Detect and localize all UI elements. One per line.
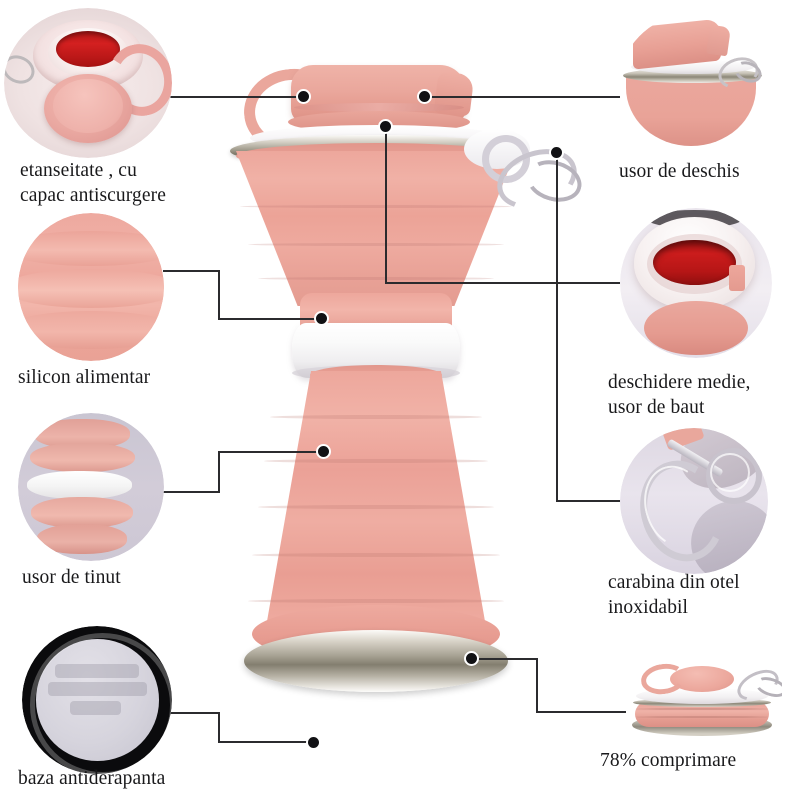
connector-easy-hold-a (218, 451, 324, 453)
anchor-dot-medium-opening[interactable] (378, 119, 393, 134)
rib-line (270, 415, 482, 419)
cap-seam (294, 103, 464, 112)
rib-line (252, 553, 500, 557)
callout-bubble-medium-opening (620, 208, 772, 358)
connector-compression-a (470, 658, 538, 660)
connector-medium-opening-a (385, 126, 387, 283)
connector-food-silicone-c (163, 270, 220, 272)
callout-bubble-easy-hold (18, 413, 164, 561)
connector-carabiner-a (556, 152, 558, 501)
callout-label-compression: 78% comprimare (600, 750, 737, 771)
product-image-collapsible-bottle (196, 55, 596, 755)
connector-anti-slip-c (163, 712, 220, 714)
callout-label-medium-opening: deschidere medie, usor de baut (608, 372, 751, 418)
connector-compression-c (536, 711, 626, 713)
connector-food-silicone-a (218, 318, 322, 320)
connector-easy-hold-c (163, 491, 220, 493)
connector-medium-opening-b (385, 282, 620, 284)
callout-label-steel-carabiner: carabina din otel inoxidabil (608, 572, 740, 618)
connector-anti-slip-a (218, 741, 315, 743)
fold-line (258, 277, 494, 280)
connector-seal-cap (170, 96, 305, 98)
callout-bubble-food-silicone (18, 213, 164, 361)
callout-bubble-steel-carabiner (620, 428, 768, 574)
carabiner-ring-icon (482, 135, 530, 183)
callout-bubble-easy-open (620, 12, 778, 152)
connector-food-silicone-b (218, 270, 220, 320)
connector-easy-open (424, 96, 620, 98)
anchor-dot-carabiner[interactable] (549, 145, 564, 160)
anchor-dot-compression[interactable] (464, 651, 479, 666)
connector-anti-slip-b (218, 712, 220, 743)
callout-label-seal-cap: etanseitate , cu capac antiscurgere (20, 160, 166, 206)
callout-label-easy-hold: usor de tinut (22, 567, 121, 588)
rib-line (258, 505, 494, 509)
fold-line (240, 205, 512, 208)
connector-compression-b (536, 658, 538, 712)
connector-carabiner-b (556, 500, 620, 502)
connector-easy-hold-b (218, 451, 220, 492)
fold-line (248, 243, 504, 246)
callout-label-food-silicone: silicon alimentar (18, 367, 151, 388)
callout-label-anti-slip-base: baza antiderapanta (18, 768, 166, 789)
callout-bubble-compression (622, 642, 782, 742)
anchor-dot-easy-hold[interactable] (316, 444, 331, 459)
anchor-dot-anti-slip-base[interactable] (306, 735, 321, 750)
callout-bubble-anti-slip-base (22, 626, 172, 774)
rib-line (264, 459, 488, 463)
anchor-dot-food-silicone[interactable] (314, 311, 329, 326)
rib-line (248, 599, 504, 603)
anchor-dot-seal-cap[interactable] (296, 89, 311, 104)
anchor-dot-easy-open[interactable] (417, 89, 432, 104)
callout-bubble-seal-cap (4, 8, 172, 158)
callout-label-easy-open: usor de deschis (619, 161, 740, 182)
